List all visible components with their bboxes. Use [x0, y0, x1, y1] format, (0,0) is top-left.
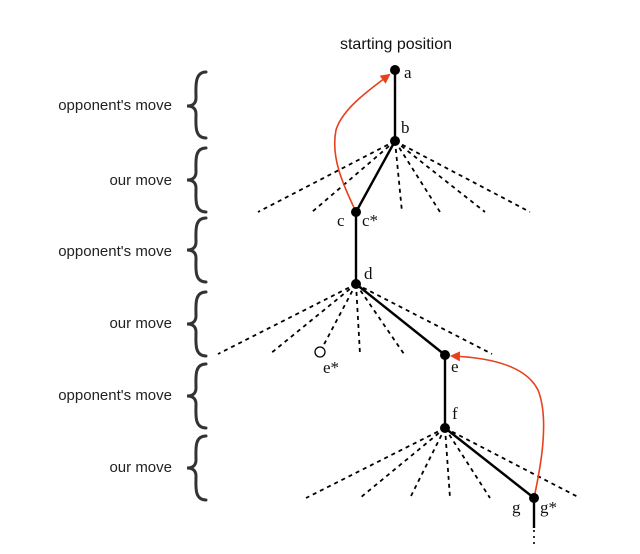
node-label-c-star: c* — [362, 211, 378, 230]
row-label-5: opponent's move — [58, 387, 172, 404]
row-label-4: our move — [109, 315, 172, 332]
edge-b-c — [354, 140, 397, 213]
node-c — [351, 207, 361, 217]
arrow-g-to-e — [450, 351, 545, 499]
node-e — [440, 350, 450, 360]
row-label-3: opponent's move — [58, 243, 172, 260]
arrow-c-to-a — [334, 73, 391, 213]
node-label-b: b — [401, 118, 410, 137]
node-a — [390, 65, 400, 75]
row-label-6: our move — [109, 459, 172, 476]
node-b — [390, 136, 400, 146]
brace-5 — [186, 362, 208, 430]
node-f — [440, 423, 450, 433]
row-braces — [186, 70, 208, 502]
main-line-edges — [354, 70, 536, 528]
row-label-1: opponent's move — [58, 97, 172, 114]
brace-2 — [186, 146, 208, 214]
brace-4 — [186, 290, 208, 358]
node-label-e: e — [451, 357, 459, 376]
brace-6 — [186, 434, 208, 502]
branches-f — [305, 427, 581, 499]
node-label-c: c — [337, 211, 345, 230]
edge-f-g — [444, 427, 535, 499]
edge-d-e — [355, 283, 446, 356]
tree-nodes — [314, 65, 539, 503]
highlight-arrows — [334, 73, 545, 499]
node-label-a: a — [404, 63, 412, 82]
brace-1 — [186, 70, 208, 140]
branches-b — [257, 140, 531, 213]
branches-d — [217, 283, 493, 355]
node-g — [529, 493, 539, 503]
node-label-g: g — [512, 498, 521, 517]
node-label-g-star: g* — [540, 498, 557, 517]
node-label-e-star: e* — [323, 358, 339, 377]
brace-3 — [186, 216, 208, 284]
node-label-f: f — [452, 404, 458, 423]
node-d — [351, 279, 361, 289]
diagram-title: starting position — [340, 36, 452, 53]
node-e-star — [314, 346, 326, 358]
node-label-d: d — [364, 264, 373, 283]
row-label-2: our move — [109, 172, 172, 189]
